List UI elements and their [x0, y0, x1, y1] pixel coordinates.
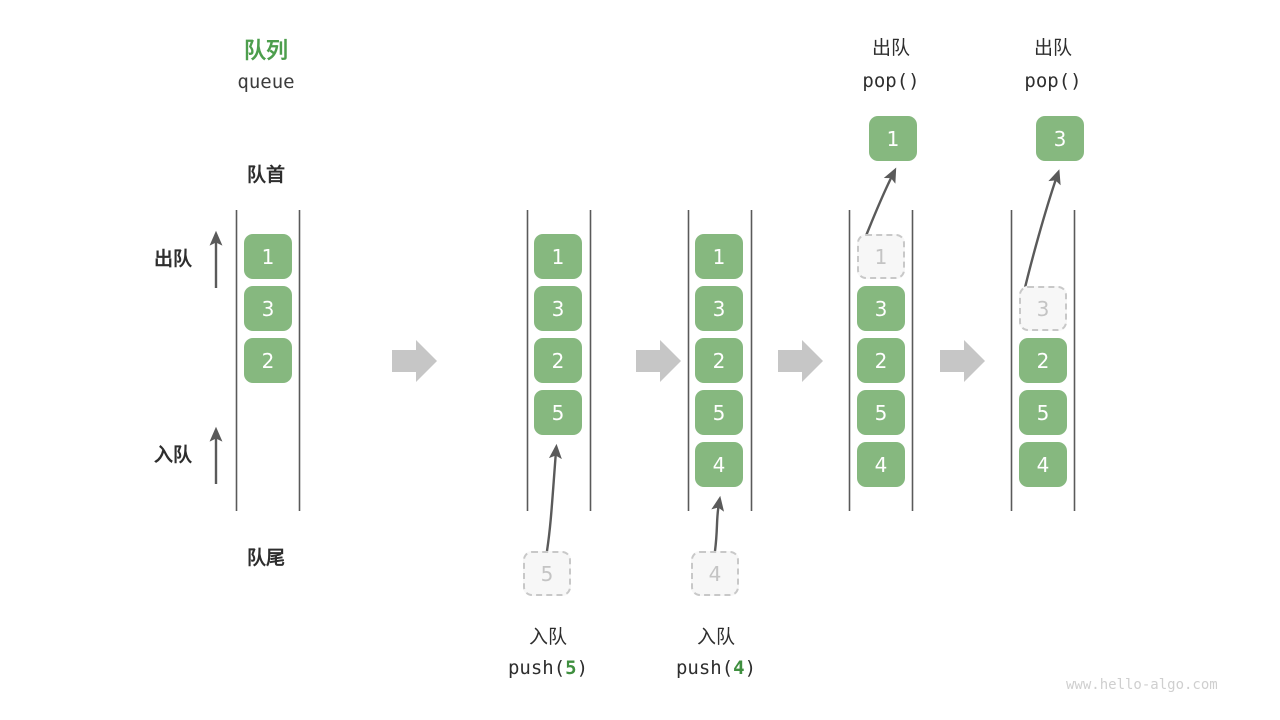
queue-node: 2 — [695, 338, 743, 383]
step-arrow-1 — [392, 340, 437, 382]
caption-code-head: push( — [675, 657, 734, 679]
pop-arrow-col5 — [1021, 169, 1061, 297]
head-label: 队首 — [246, 164, 285, 186]
page-title-en: queue — [237, 71, 295, 93]
queue-node: 5 — [857, 390, 905, 435]
caption-code-push-5: push(5) — [478, 657, 618, 679]
queue-node-ghost: 3 — [1019, 286, 1067, 331]
popped-node: 1 — [869, 116, 917, 161]
queue-node: 3 — [695, 286, 743, 331]
queue-node: 5 — [1019, 390, 1067, 435]
queue-node: 5 — [534, 390, 582, 435]
queue-node: 4 — [1019, 442, 1067, 487]
queue-node: 4 — [857, 442, 905, 487]
step-arrow-2 — [636, 340, 681, 382]
caption-code-pop-1: pop() — [862, 70, 920, 92]
queue-node: 1 — [244, 234, 292, 279]
step-arrow-3 — [778, 340, 823, 382]
caption-code-tail: ) — [744, 657, 757, 679]
caption-code-arg: 5 — [565, 657, 577, 679]
caption-cn-pop-1: 出队 — [871, 37, 910, 59]
page-title-cn: 队列 — [243, 39, 288, 64]
queue-node-ghost: 1 — [857, 234, 905, 279]
caption-cn-push-5: 入队 — [528, 626, 567, 648]
step-arrow-4 — [940, 340, 985, 382]
watermark: www.hello-algo.com — [1066, 677, 1218, 693]
caption-code-pop-3: pop() — [1024, 70, 1082, 92]
queue-node: 5 — [695, 390, 743, 435]
queue-node: 3 — [244, 286, 292, 331]
caption-code-tail: ) — [576, 657, 589, 679]
caption-code-arg: 4 — [733, 657, 745, 679]
popped-node: 3 — [1036, 116, 1084, 161]
caption-cn-pop-3: 出队 — [1033, 37, 1072, 59]
incoming-node-ghost: 4 — [691, 551, 739, 596]
queue-node: 1 — [695, 234, 743, 279]
incoming-node-ghost: 5 — [523, 551, 571, 596]
push-arrow-col3 — [711, 495, 725, 552]
caption-code-push-4: push(4) — [646, 657, 786, 679]
queue-node: 3 — [534, 286, 582, 331]
caption-code-head: push( — [507, 657, 566, 679]
caption-cn-push-4: 入队 — [696, 626, 735, 648]
dequeue-label: 出队 — [153, 248, 192, 270]
enqueue-label: 入队 — [153, 444, 192, 466]
queue-node: 2 — [857, 338, 905, 383]
push-arrow-col2 — [545, 443, 562, 552]
queue-node: 2 — [1019, 338, 1067, 383]
queue-node: 4 — [695, 442, 743, 487]
queue-node: 2 — [534, 338, 582, 383]
pop-arrow-col4 — [861, 167, 897, 244]
queue-node: 1 — [534, 234, 582, 279]
queue-node: 2 — [244, 338, 292, 383]
queue-node: 3 — [857, 286, 905, 331]
tail-label: 队尾 — [246, 547, 285, 569]
